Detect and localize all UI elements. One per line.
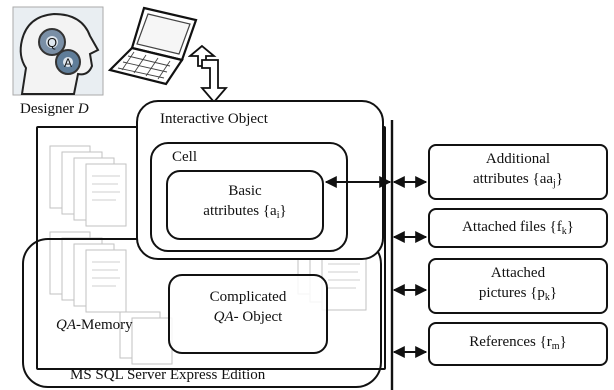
designer-label: Designer D (20, 101, 89, 117)
additional-attributes-box (428, 144, 608, 200)
qa-memory-label: QA-Memory (56, 317, 133, 333)
complicated-object-box (168, 274, 328, 354)
attached-pictures-line2: pictures {pk} (478, 285, 558, 303)
attached-pictures-line1: Attached (490, 265, 546, 281)
references-box (428, 322, 608, 366)
basic-attributes-label-line2: attributes {ai} (203, 203, 287, 221)
connector-arrows (324, 120, 428, 390)
faded-document-stack (49, 145, 367, 365)
gear-icon (55, 49, 81, 75)
complicated-object-label-line1: Complicated (209, 289, 287, 305)
sql-server-label: MS SQL Server Express Edition (70, 367, 266, 383)
attached-files-box (428, 208, 608, 248)
basic-attributes-box (166, 170, 324, 240)
references-label: References {rm} (469, 334, 567, 352)
interactive-object-title: Interactive Object (160, 111, 268, 127)
complicated-object-label-line2: QA- Object (213, 309, 283, 325)
additional-attributes-line1: Additional (485, 151, 551, 167)
additional-attributes-line2: attributes {aaj} (472, 171, 564, 189)
cell-box (150, 142, 348, 252)
head-letter-q: Q (47, 35, 57, 50)
laptop-icon (107, 6, 198, 86)
cell-title: Cell (172, 149, 197, 165)
basic-attributes-label-line1: Basic (228, 183, 262, 199)
bidirectional-arrow-icon (188, 44, 228, 104)
head-letter-a: A (64, 56, 72, 70)
attached-pictures-box (428, 258, 608, 314)
gear-icon (38, 28, 66, 56)
attached-files-label: Attached files {fk} (462, 219, 574, 237)
designer-head-icon: Q A (12, 6, 104, 96)
